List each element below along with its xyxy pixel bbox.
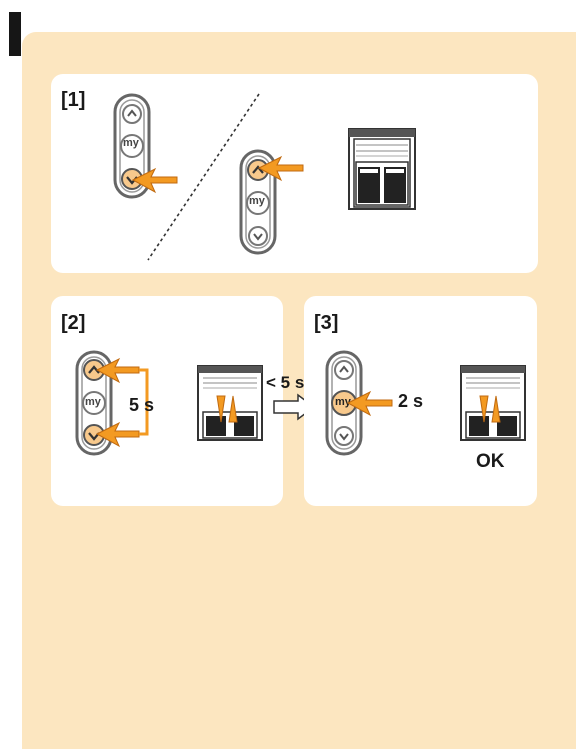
- my-button-c: my: [85, 396, 101, 408]
- step-2-label: [2]: [61, 312, 86, 334]
- section-marker: [9, 12, 21, 56]
- result-ok: OK: [476, 451, 505, 472]
- hold-duration: 5 s: [129, 395, 155, 415]
- press-arrow-icon: [346, 390, 393, 417]
- up-chevron-icon: [122, 104, 142, 124]
- press-duration: 2 s: [398, 391, 424, 411]
- down-chevron-icon: [248, 226, 268, 246]
- step-1-panel: [1] my my: [51, 74, 538, 273]
- blind-window-icon: [348, 128, 416, 210]
- my-button-a: my: [123, 137, 139, 149]
- up-chevron-icon: [334, 360, 354, 380]
- remote-control-a: [113, 93, 151, 199]
- press-both-arrows: [95, 357, 149, 448]
- step-3-label: [3]: [314, 312, 339, 334]
- remote-control-b: [239, 149, 277, 255]
- my-button-b: my: [249, 195, 265, 207]
- step-2-panel: [2] my 5 s: [51, 296, 283, 506]
- press-arrow-icon: [131, 167, 178, 194]
- remote-control-c: [75, 350, 113, 456]
- step-3-panel: [3] my 2 s OK: [304, 296, 537, 506]
- step-1-label: [1]: [61, 89, 86, 111]
- blind-window-icon: [197, 365, 263, 441]
- down-chevron-icon: [334, 426, 354, 446]
- my-button-d: my: [335, 396, 351, 408]
- blind-window-icon: [460, 365, 526, 441]
- up-chevron-icon: [247, 159, 269, 181]
- press-arrow-icon: [257, 155, 304, 182]
- transition-time: < 5 s: [266, 373, 305, 392]
